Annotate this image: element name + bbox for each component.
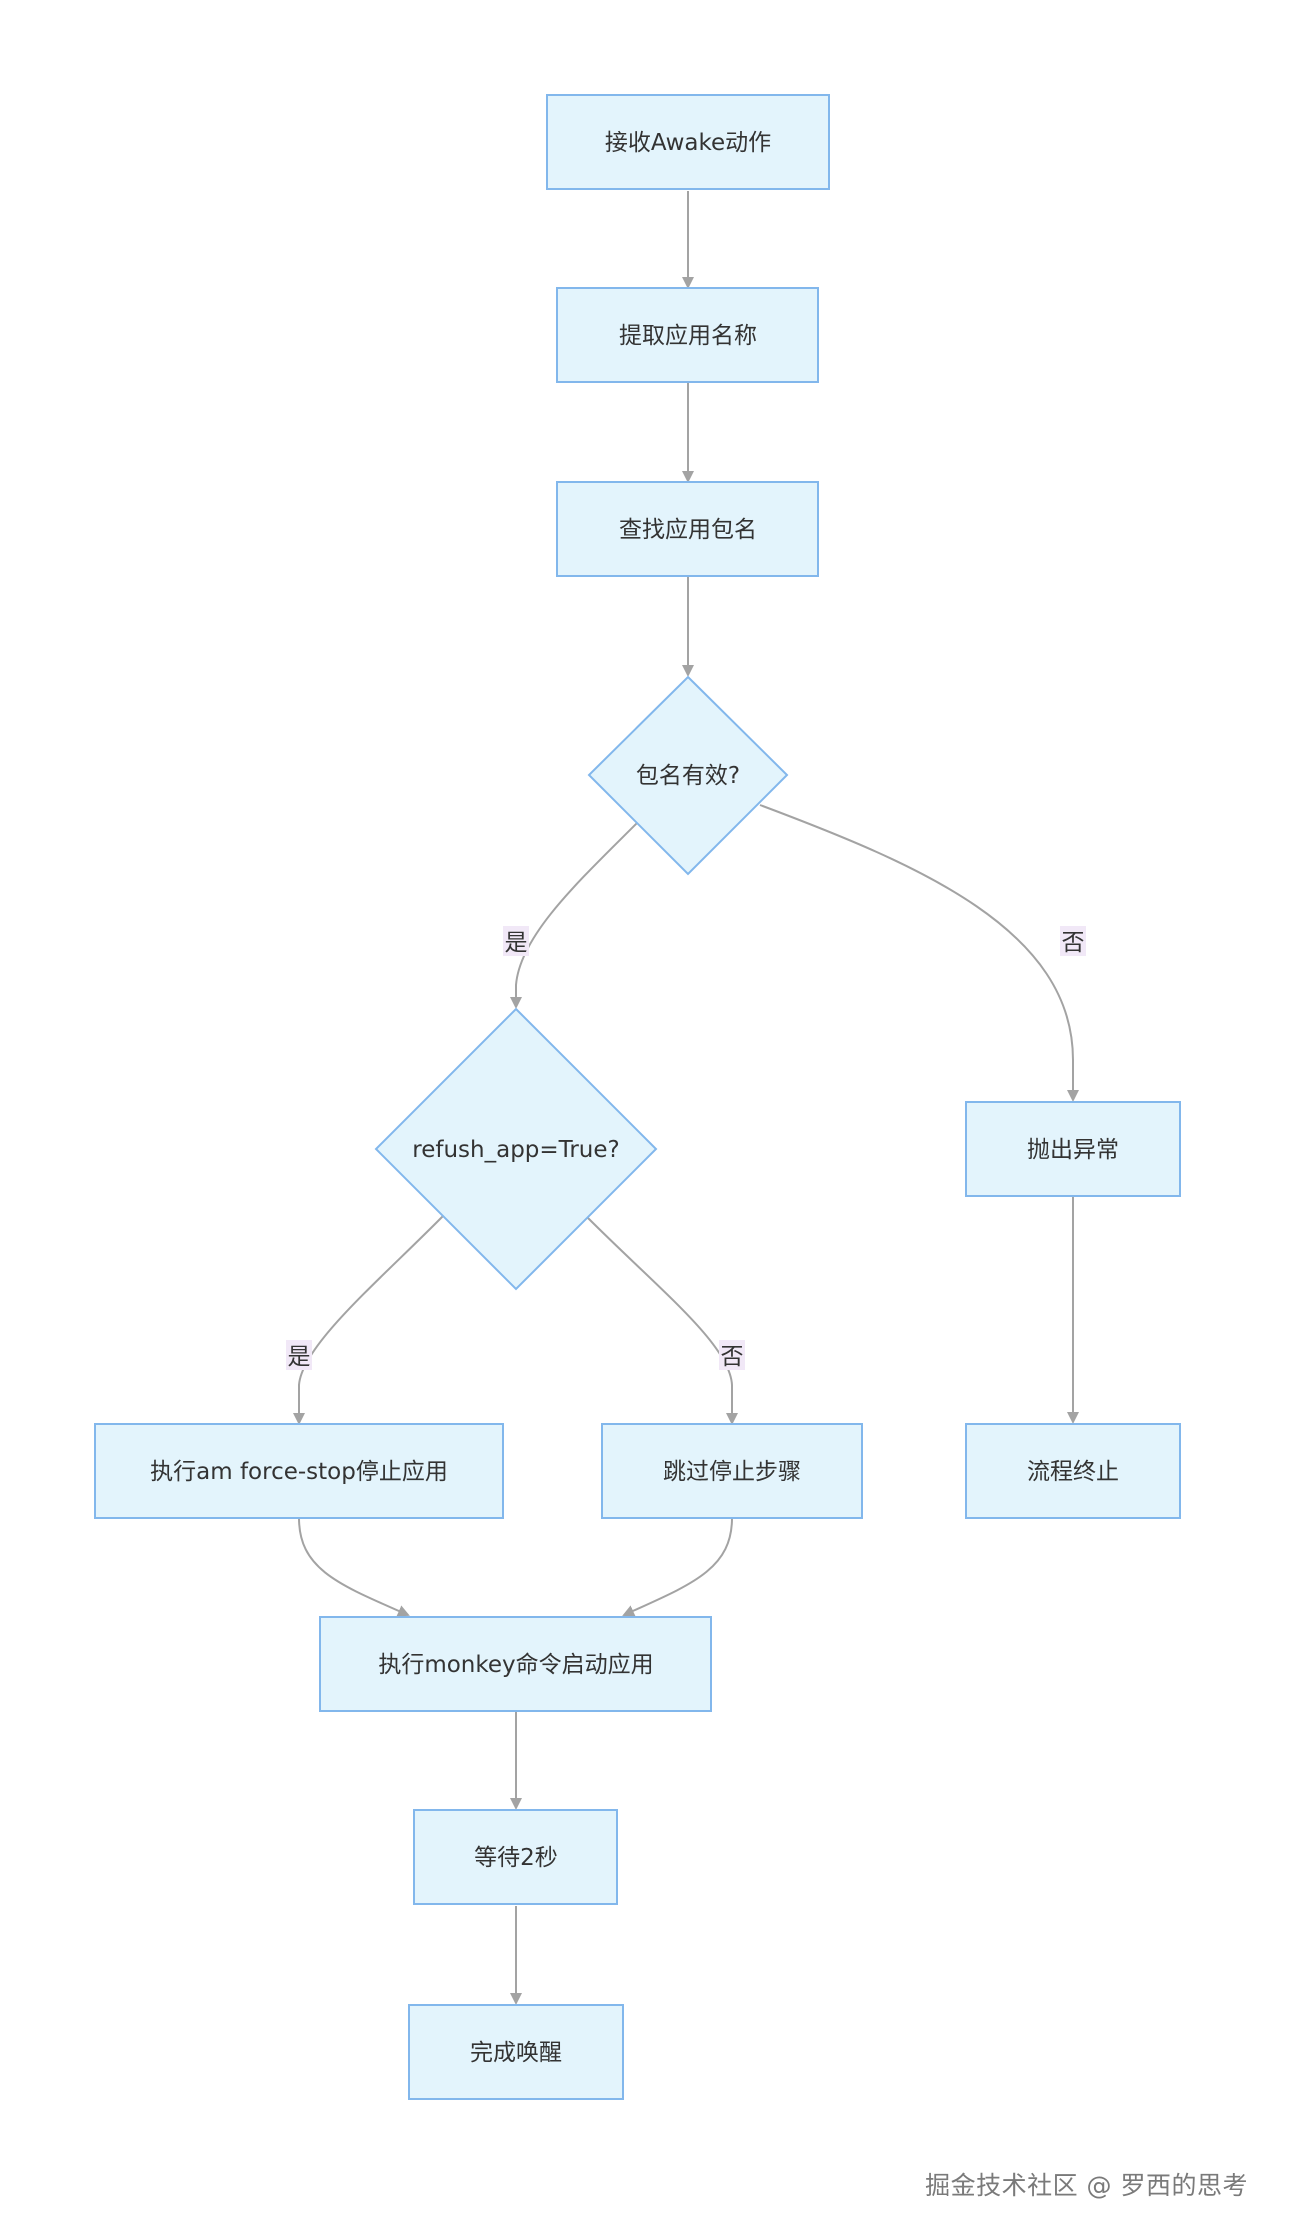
- watermark: 掘金技术社区 @ 罗西的思考: [925, 2171, 1248, 2200]
- edge-label-valid-yes: 是: [505, 930, 528, 956]
- edge-label-bg: [719, 1340, 745, 1370]
- node-monkey: 执行monkey命令启动应用: [319, 1616, 712, 1712]
- node-valid-decision-label: 包名有效?: [636, 763, 740, 789]
- node-force-stop: 执行am force-stop停止应用: [94, 1423, 504, 1519]
- edge-label-refresh-yes: 是: [288, 1344, 311, 1370]
- edge-label-bg: [286, 1340, 312, 1370]
- edge-label-bg: [503, 926, 529, 956]
- node-extract: 提取应用名称: [556, 287, 819, 383]
- edge-valid-throw: [759, 804, 1079, 1102]
- node-skip: 跳过停止步骤: [601, 1423, 863, 1519]
- node-refresh-decision-label: refush_app=True?: [412, 1137, 619, 1163]
- node-throw-label: 抛出异常: [1027, 1137, 1119, 1163]
- edge-label-valid-no: 否: [1062, 930, 1085, 956]
- node-receive: 接收Awake动作: [546, 94, 830, 190]
- edge-valid-refresh: [510, 821, 639, 1009]
- node-lookup: 查找应用包名: [556, 481, 819, 577]
- node-refresh-decision: refush_app=True?: [374, 1007, 658, 1291]
- edge-refresh-skip: [587, 1217, 738, 1425]
- edge-label-bg: [1060, 926, 1086, 956]
- node-done: 完成唤醒: [408, 2004, 624, 2100]
- node-valid-decision: 包名有效?: [587, 675, 789, 876]
- node-lookup-label: 查找应用包名: [619, 517, 757, 543]
- node-terminate: 流程终止: [965, 1423, 1181, 1519]
- node-wait-label: 等待2秒: [474, 1845, 558, 1871]
- nodes: 接收Awake动作 提取应用名称 查找应用包名 包名有效? refush_app…: [94, 94, 1181, 2100]
- node-skip-label: 跳过停止步骤: [663, 1459, 801, 1485]
- node-monkey-label: 执行monkey命令启动应用: [378, 1652, 653, 1678]
- node-receive-label: 接收Awake动作: [605, 130, 771, 156]
- node-throw: 抛出异常: [965, 1101, 1181, 1197]
- edge-labels: 是 否 是 否: [286, 926, 1086, 1370]
- edge-skip-monkey: [622, 1517, 733, 1617]
- node-done-label: 完成唤醒: [470, 2040, 562, 2066]
- edges: [293, 191, 1079, 2005]
- edge-refresh-forcestop: [293, 1214, 445, 1425]
- edge-forcestop-monkey: [298, 1517, 410, 1617]
- node-force-stop-label: 执行am force-stop停止应用: [150, 1459, 448, 1485]
- node-wait: 等待2秒: [413, 1809, 618, 1905]
- node-terminate-label: 流程终止: [1027, 1459, 1119, 1485]
- edge-label-refresh-no: 否: [721, 1344, 744, 1370]
- node-extract-label: 提取应用名称: [619, 323, 757, 349]
